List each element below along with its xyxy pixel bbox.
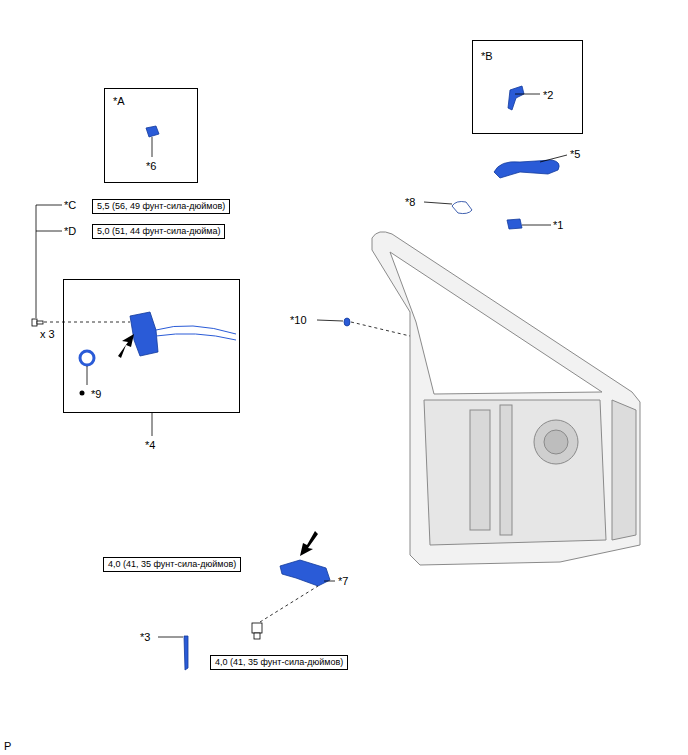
torque-box: 5,5 (56, 49 фунт-сила-дюймов) [92, 199, 230, 214]
callout-number: *7 [338, 575, 348, 587]
callout-number: *6 [146, 160, 156, 172]
torque-value: 4,0 (41, 35 фунт-сила-дюймов) [108, 559, 236, 570]
torque-value: 4,0 (41, 35 фунт-сила-дюймов) [215, 657, 343, 668]
callout-number: *A [113, 95, 125, 107]
callout-number: *8 [405, 196, 415, 208]
detail-box: *B *2 [472, 40, 583, 134]
callout-number: *2 [543, 89, 553, 101]
page-mark: P [4, 740, 11, 752]
callout-number: *3 [140, 631, 150, 643]
torque-box: 5,0 (51, 44 фунт-сила-дюйма) [92, 224, 225, 239]
callout-number: *5 [570, 148, 580, 160]
torque-callout: *C [64, 199, 76, 211]
torque-callout: *D [64, 225, 76, 237]
torque-box: 4,0 (41, 35 фунт-сила-дюймов) [103, 557, 241, 572]
quantity-label: x 3 [40, 328, 55, 340]
torque-value: 5,5 (56, 49 фунт-сила-дюймов) [97, 201, 225, 212]
detail-box: *A *6 [104, 88, 198, 183]
callout-number: *1 [553, 219, 563, 231]
callout-number: *B [481, 50, 493, 62]
callout-number: *4 [145, 439, 155, 451]
detail-box: *9 [63, 279, 240, 413]
callout-number: *10 [290, 314, 307, 326]
torque-box: 4,0 (41, 35 фунт-сила-дюймов) [210, 655, 348, 670]
torque-value: 5,0 (51, 44 фунт-сила-дюйма) [97, 226, 220, 237]
callout-number: *9 [91, 388, 101, 400]
